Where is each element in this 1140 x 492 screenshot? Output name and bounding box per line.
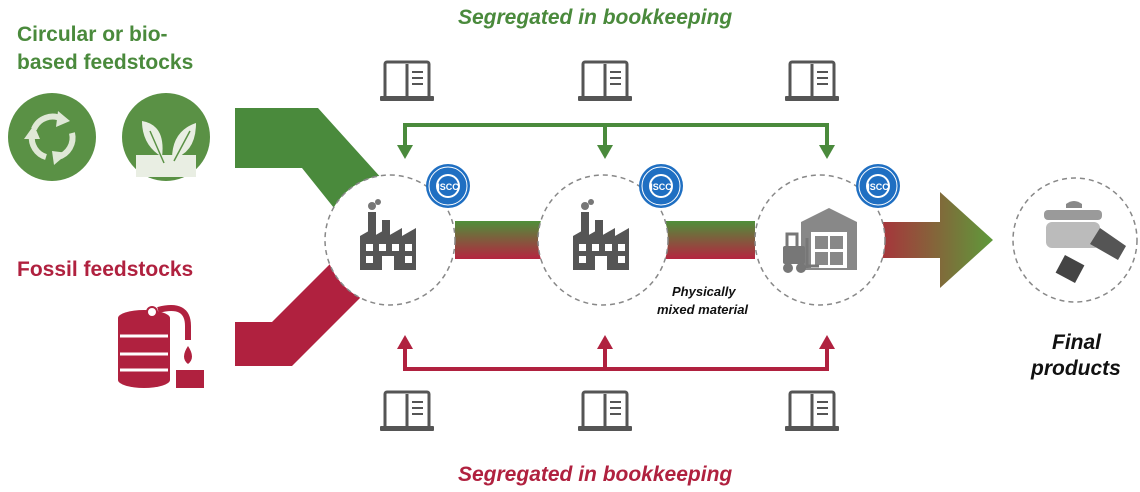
output-arrow <box>880 192 993 288</box>
circular-feedstock-label-line1: Circular or bio- <box>17 23 168 46</box>
leaves-icon <box>122 93 210 181</box>
final-products-label-line2: products <box>1031 357 1121 380</box>
cosmetics-icon <box>1044 201 1126 283</box>
bottom-bookkeeping-bracket <box>397 335 835 371</box>
top-bookkeeping-label: Segregated in bookkeeping <box>458 6 733 29</box>
flow-bar-2 <box>665 221 755 259</box>
fossil-feedstock-label: Fossil feedstocks <box>17 258 194 281</box>
bottom-bookkeeping-label: Segregated in bookkeeping <box>458 463 733 486</box>
iscc-badge-label: ISCC <box>867 182 889 192</box>
oil-pump-icon <box>118 305 204 388</box>
mixed-material-label-line2: mixed material <box>657 302 749 317</box>
mixed-material-label-line1: Physically <box>672 284 736 299</box>
iscc-badge-label: ISCC <box>437 182 459 192</box>
ledger-book-icon <box>576 390 634 433</box>
ledger-book-icon <box>783 60 841 103</box>
warehouse-forklift-icon <box>783 208 857 273</box>
top-bookkeeping-bracket <box>397 123 835 159</box>
circular-feedstock-label-line2: based feedstocks <box>17 51 194 74</box>
red-feedstock-channel <box>235 252 372 366</box>
final-products-label-line1: Final <box>1052 331 1102 354</box>
ledger-book-icon <box>783 390 841 433</box>
ledger-book-icon <box>576 60 634 103</box>
ledger-book-icon <box>378 60 436 103</box>
ledger-book-icon <box>378 390 436 433</box>
flow-bar-1 <box>455 221 541 259</box>
recycle-icon <box>8 93 96 181</box>
iscc-badge-label: ISCC <box>650 182 672 192</box>
